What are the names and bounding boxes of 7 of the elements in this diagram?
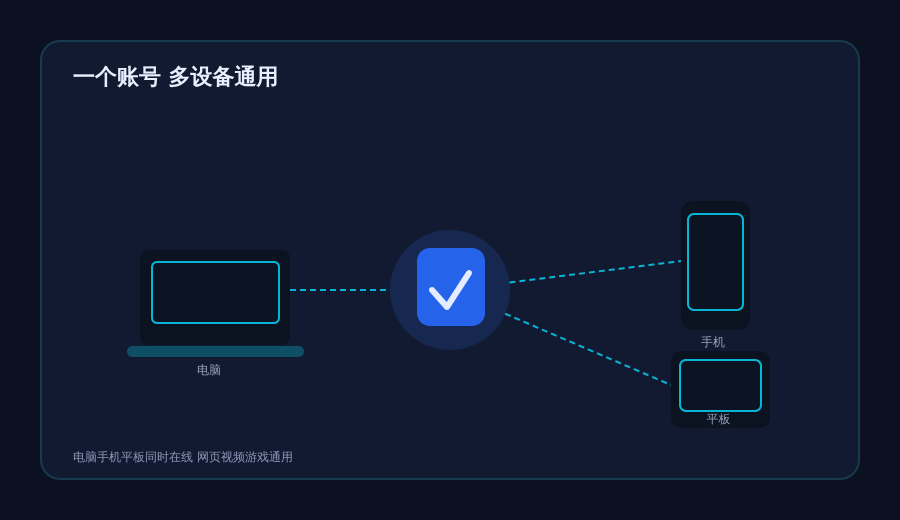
device-label: 平板 [706,411,730,427]
dashed-connector [504,312,672,386]
device-label: 手机 [701,334,725,350]
title: 一个账号 多设备通用 [73,64,279,92]
device-label: 电脑 [197,362,221,378]
footer-note: 电脑手机平板同时在线 网页视频游戏通用 [73,449,293,465]
dashed-connector [509,260,682,284]
